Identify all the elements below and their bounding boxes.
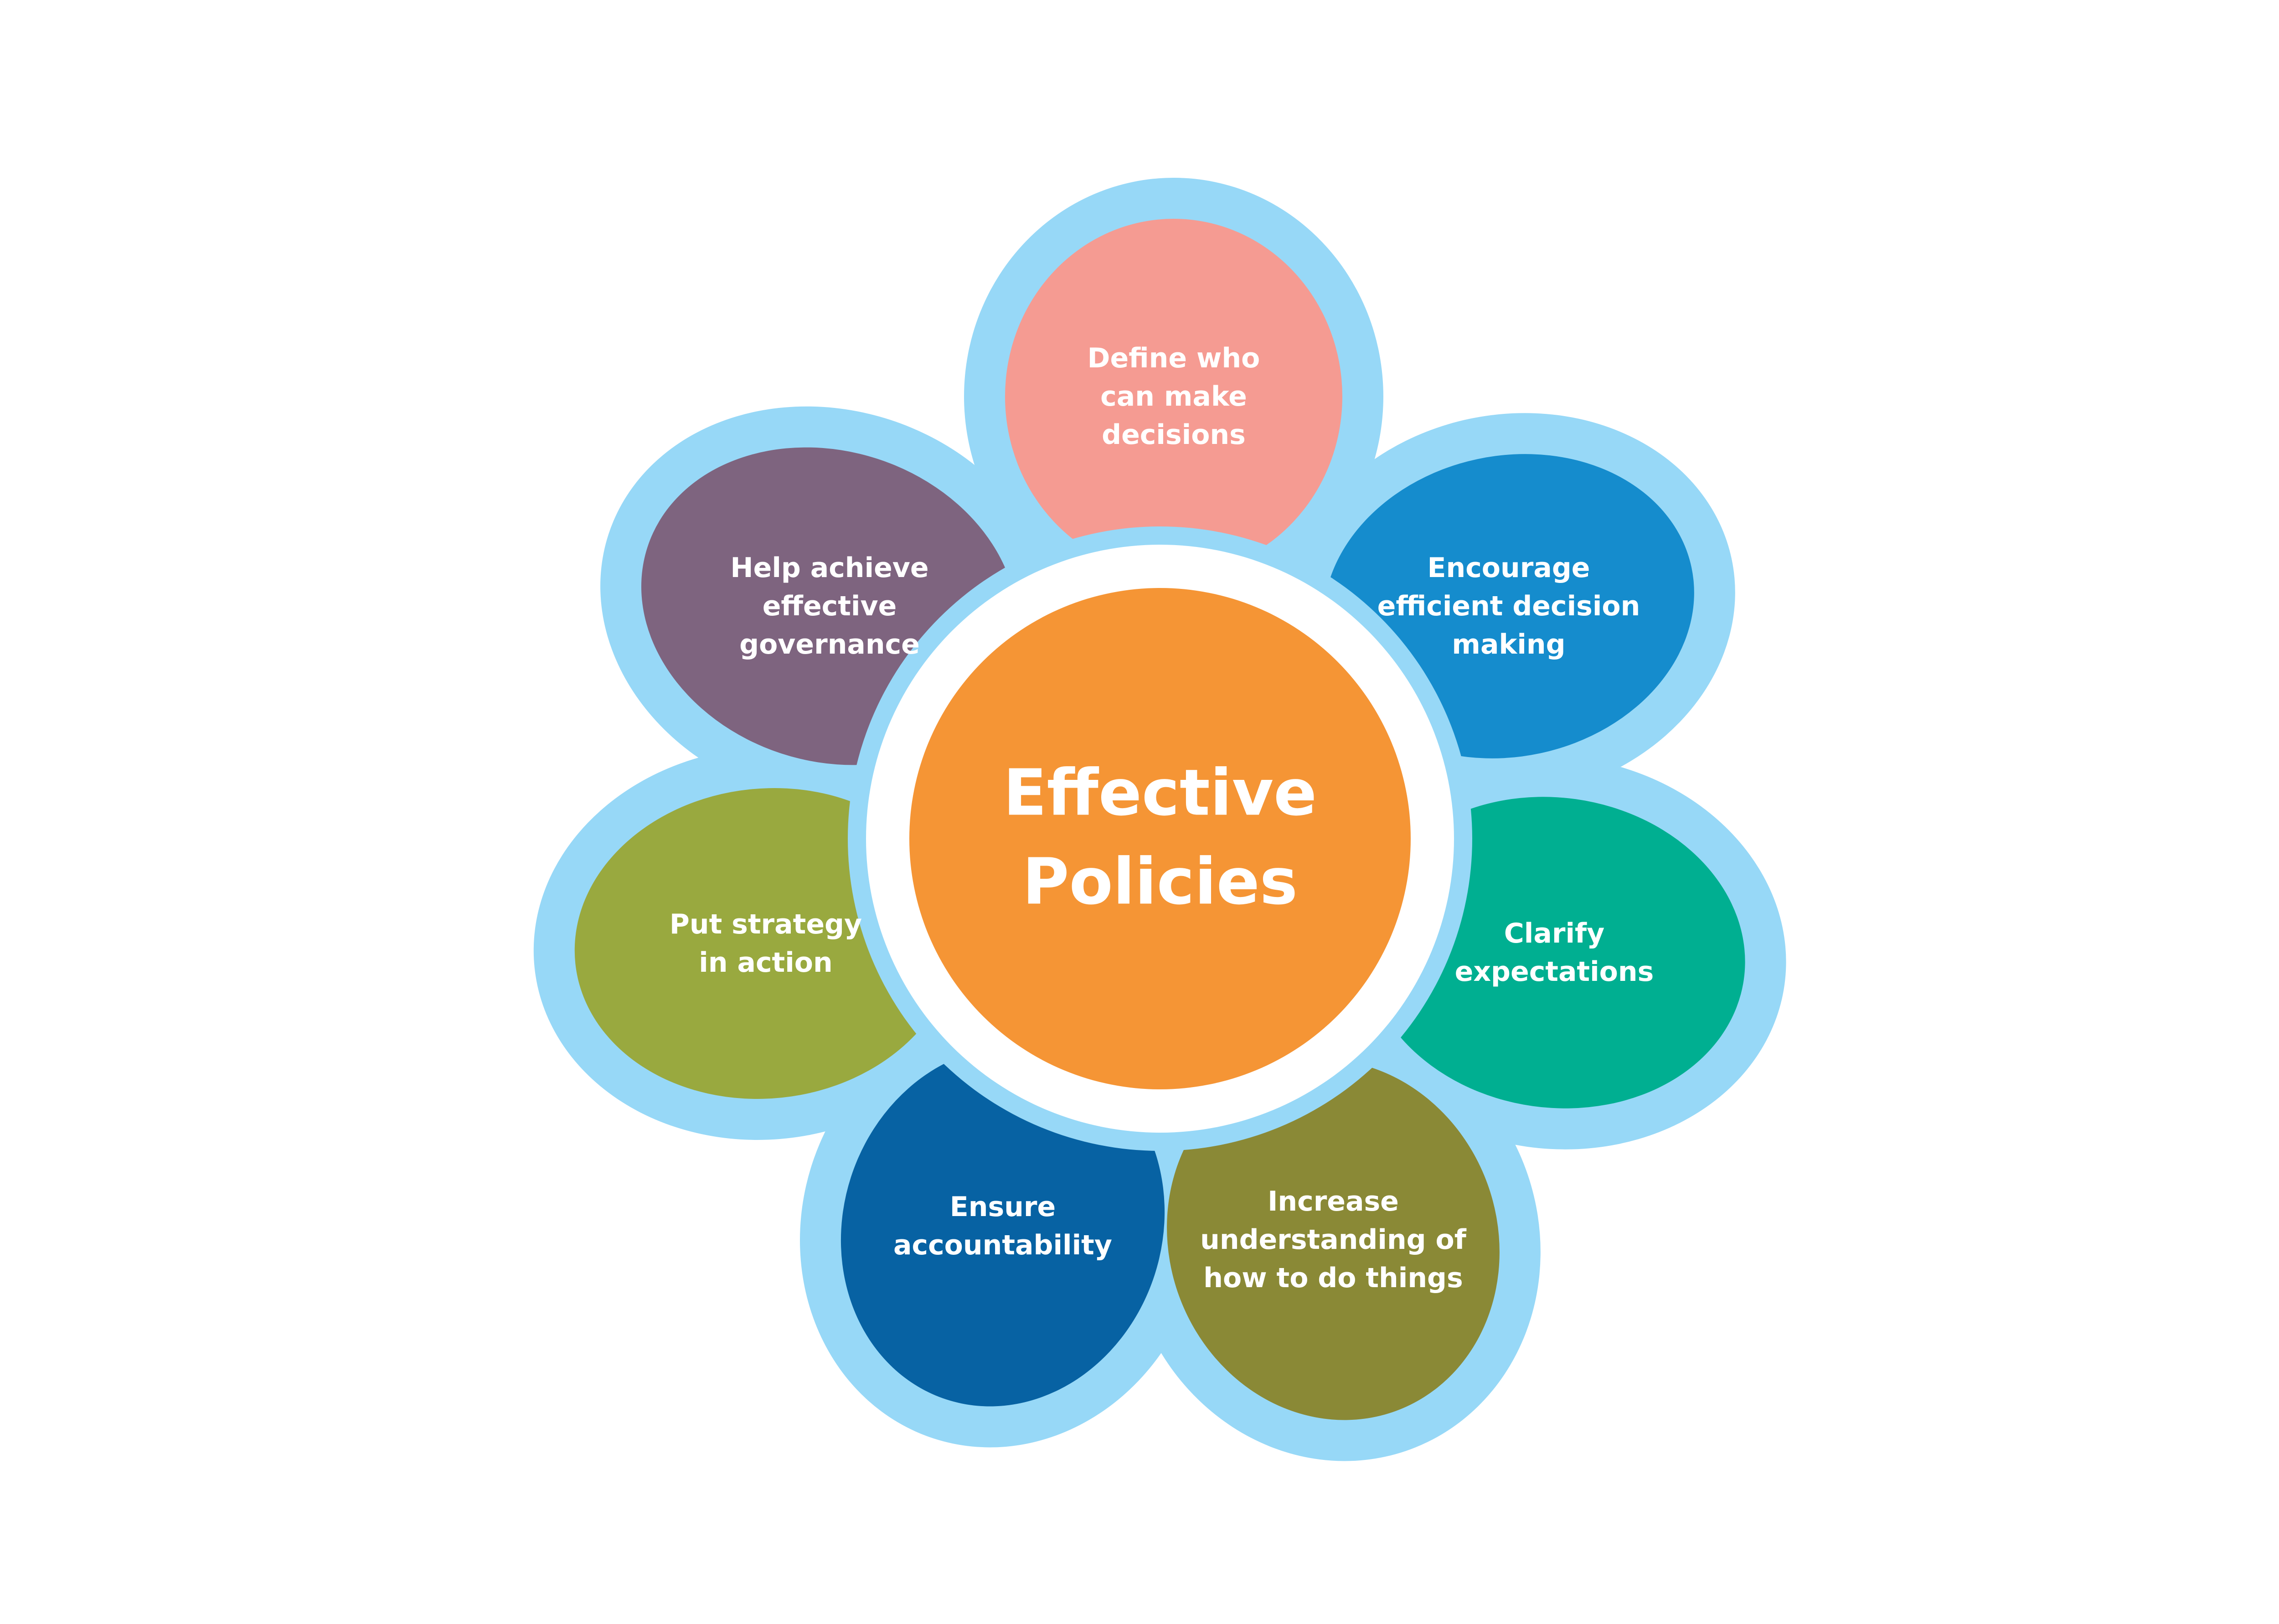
petal-label-line: Clarify (1504, 918, 1604, 949)
petal-label-line: Increase (1268, 1186, 1399, 1217)
petal-label-line: effective (763, 590, 897, 622)
center-layer (848, 526, 1472, 1151)
petal-label-line: Encourage (1428, 552, 1590, 584)
petal-label-line: Put strategy (670, 908, 862, 940)
center-disc (909, 588, 1411, 1089)
petal-label-line: how to do things (1203, 1262, 1463, 1294)
petal-label-line: making (1452, 629, 1565, 660)
petal-label-line: decisions (1102, 419, 1246, 451)
petal-label-line: Define who (1088, 342, 1260, 374)
petal-label-line: can make (1100, 381, 1247, 412)
petal-label-lower-left: Ensure accountability (893, 1191, 1112, 1261)
center-title-line: Effective (1003, 756, 1317, 830)
petal-label-upper-right: Encourage efficient decision making (1377, 552, 1640, 660)
petal-label-upper-left: Help achieve effective governance (730, 552, 928, 660)
petal-lower-right (1167, 1059, 1500, 1420)
petal-label-right: Clarify expectations (1455, 918, 1654, 988)
petal-label-line: Help achieve (730, 552, 928, 584)
petal-layer (574, 219, 1745, 1420)
center-title-line: Policies (1022, 845, 1298, 919)
petal-top (1005, 219, 1342, 574)
petal-label-line: expectations (1455, 956, 1654, 988)
petal-label-line: governance (739, 629, 920, 660)
petal-label-top: Define who can make decisions (1088, 342, 1260, 451)
petal-label-line: accountability (893, 1229, 1112, 1261)
petal-label-line: Ensure (950, 1191, 1056, 1223)
petal-label-lower-right: Increase understanding of how to do things (1200, 1186, 1467, 1294)
petal-label-left: Put strategy in action (670, 908, 862, 979)
petal-label-line: in action (699, 947, 832, 979)
petal-label-line: efficient decision (1377, 590, 1640, 622)
petal-label-line: understanding of (1200, 1224, 1467, 1256)
